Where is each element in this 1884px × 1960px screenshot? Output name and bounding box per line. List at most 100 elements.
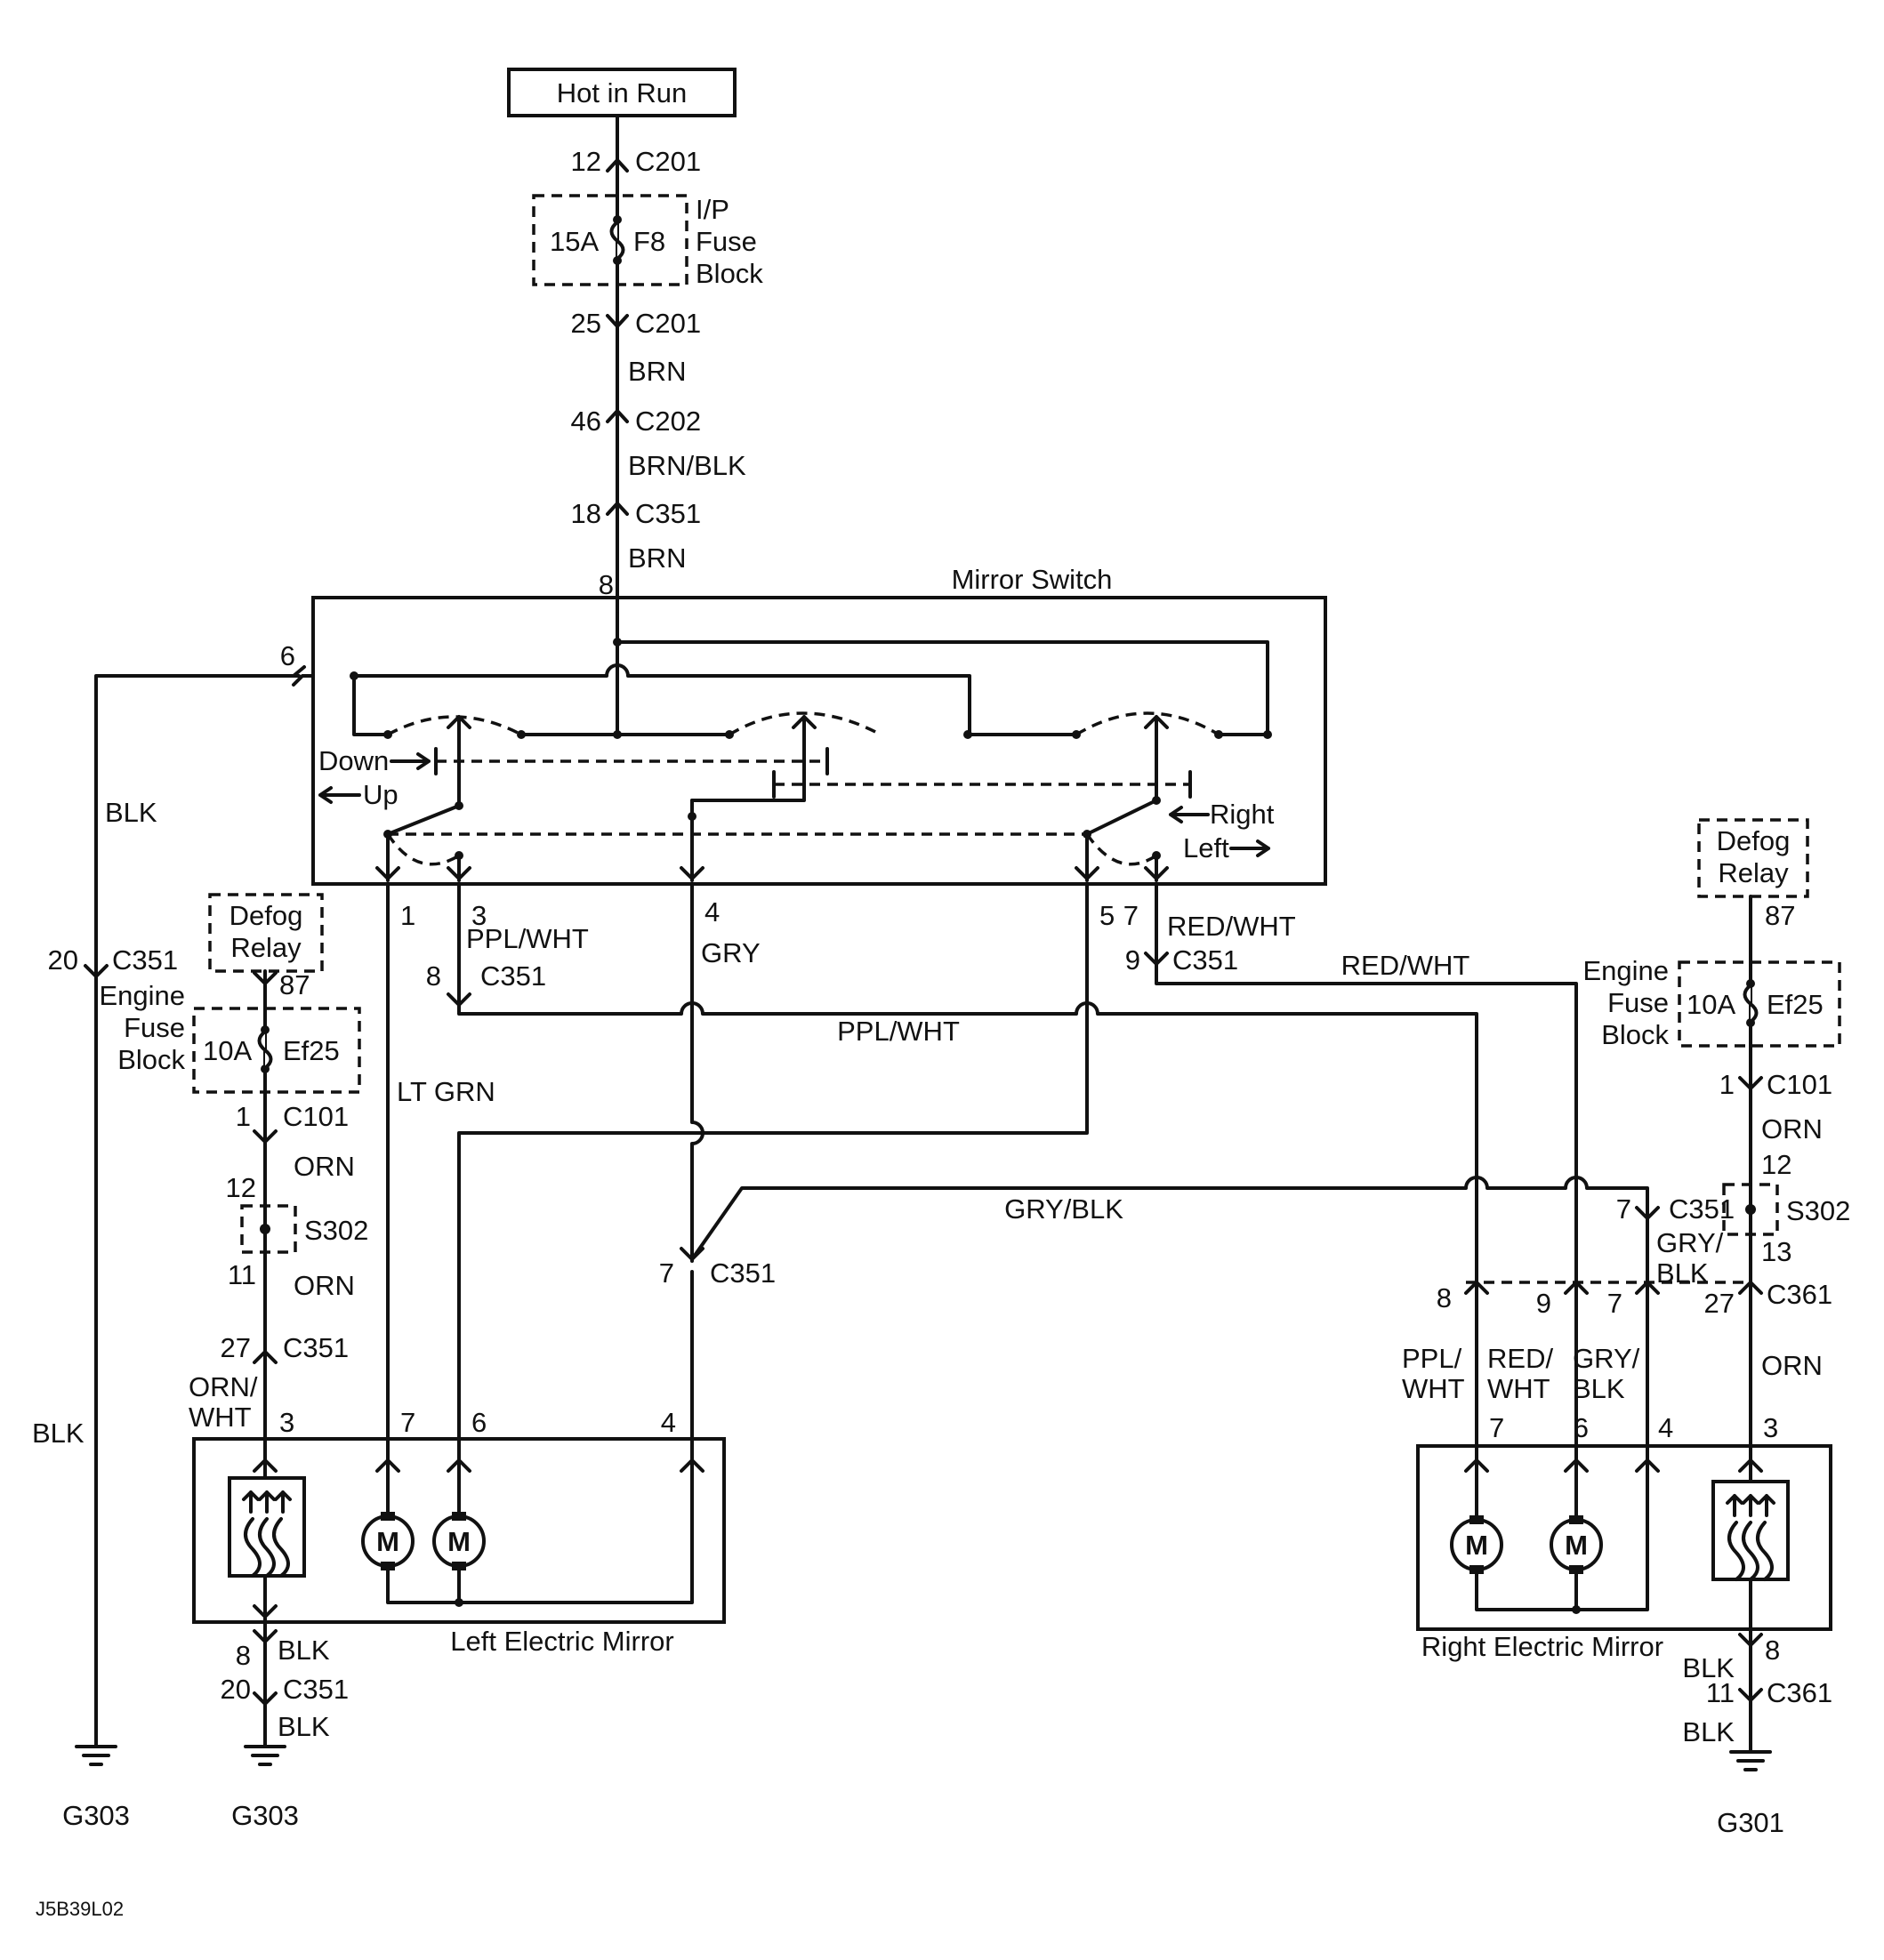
switch-down-label: Down [318, 745, 389, 776]
c201-label-top: C201 [635, 146, 701, 177]
ip-fuse-id: F8 [633, 226, 665, 257]
wire-blk-right-2: BLK [1682, 1716, 1735, 1747]
right-defog-pin-87: 87 [1765, 900, 1795, 931]
right-defog-relay-2: Relay [1718, 857, 1789, 888]
left-splice-pin-11: 11 [228, 1259, 256, 1290]
left-mirror-pin-6: 6 [471, 1407, 487, 1438]
right-splice-box [1722, 1183, 1779, 1236]
ground-g303-b [244, 1745, 286, 1766]
c351-pin-8: 8 [426, 960, 441, 992]
wire-brn-blk: BRN/BLK [628, 450, 746, 481]
switch-right-arrow [1169, 806, 1210, 823]
c351-label-7-gry: C351 [710, 1257, 776, 1289]
wire-ppl-wht [447, 882, 1478, 1297]
switch-up-arrow [318, 786, 361, 804]
switch-down-arrow [390, 752, 431, 770]
left-fuse-id: Ef25 [283, 1035, 340, 1066]
right-engine-fuse-block [1678, 960, 1841, 1048]
right-mirror-pin-7: 7 [1489, 1412, 1504, 1443]
mirror-switch-internal [350, 612, 1272, 882]
ip-fuse-block-label-1: I/P [696, 194, 729, 225]
left-mirror-internals [228, 1457, 704, 1647]
c351-label-9: C351 [1172, 944, 1238, 976]
wire-blk-left: BLK [105, 797, 157, 828]
wire-blk-mirror-1: BLK [278, 1635, 330, 1666]
left-fuse-label-1: Engine [99, 980, 185, 1011]
left-splice-pin-12: 12 [226, 1172, 256, 1203]
c361-label-gnd: C361 [1767, 1677, 1832, 1708]
diagram-code: J5B39L02 [36, 1898, 124, 1920]
switch-right-label: Right [1210, 799, 1275, 830]
c351-pin-18: 18 [571, 498, 601, 529]
wire-brn-1: BRN [628, 356, 686, 387]
ip-fuse-symbol [609, 221, 625, 261]
right-mirror-pin-3: 3 [1763, 1412, 1778, 1443]
left-defog-relay [208, 893, 324, 973]
c351-pin-20-left: 20 [48, 944, 78, 976]
c361-pin-8: 8 [1437, 1282, 1452, 1313]
left-splice-name: S302 [304, 1215, 368, 1246]
switch-left-arrow [1229, 839, 1270, 857]
wire-red-r2: WHT [1487, 1373, 1550, 1404]
wire-blk-left-2: BLK [32, 1418, 85, 1449]
mirror-switch-pin-8: 8 [599, 569, 614, 600]
switch-pin-1: 1 [400, 900, 415, 931]
c101-label-right: C101 [1767, 1069, 1832, 1100]
c101-label-left: C101 [283, 1101, 349, 1132]
wire-brn-2: BRN [628, 542, 686, 574]
c351-pin-27: 27 [221, 1332, 251, 1363]
c351-label-27: C351 [283, 1332, 349, 1363]
ip-fuse-block [532, 194, 688, 286]
switch-up-label: Up [363, 779, 399, 810]
wire-blk-right-1: BLK [1682, 1652, 1735, 1683]
hot-in-run-box [507, 68, 737, 117]
ip-fuse-block-label-3: Block [696, 258, 763, 289]
wire-gry-r2: BLK [1573, 1373, 1625, 1404]
right-fuse-label-2: Fuse [1607, 987, 1669, 1018]
left-mirror-pin-8: 8 [236, 1640, 251, 1671]
left-fuse-label-3: Block [117, 1044, 185, 1075]
wire-gry-blk-label: GRY/BLK [1004, 1193, 1123, 1225]
c202-pin-46: 46 [571, 406, 601, 437]
c351-label-8: C351 [480, 960, 546, 992]
right-mirror-internals [1450, 1457, 1790, 1654]
wire-red-r1: RED/ [1487, 1343, 1553, 1374]
main-feed-wire [606, 114, 629, 615]
c351-pin-9: 9 [1125, 944, 1140, 976]
left-defog-pin-87: 87 [279, 969, 310, 1000]
wire-ppl-r2: WHT [1402, 1373, 1465, 1404]
right-defog-relay [1697, 818, 1809, 898]
wire-red-wht-2-label: RED/WHT [1341, 950, 1470, 981]
wire-gry-blk-r1: GRY/ [1656, 1227, 1724, 1258]
hot-in-run-label: Hot in Run [557, 77, 687, 108]
wire-orn-wht-2: WHT [189, 1402, 252, 1433]
switch-pin-5: 5 [1099, 900, 1115, 931]
wire-ppl-r1: PPL/ [1402, 1343, 1462, 1374]
switch-pin-3: 3 [471, 900, 487, 931]
left-mirror-pin-3: 3 [279, 1407, 294, 1438]
wire-orn-right-1: ORN [1761, 1113, 1823, 1145]
mirror-switch-title: Mirror Switch [952, 564, 1113, 595]
pin6-ground-wire [94, 665, 315, 1747]
right-fuse-label-3: Block [1601, 1019, 1669, 1050]
c351-pin-7-grybk: 7 [1616, 1193, 1631, 1225]
c351-label-main: C351 [635, 498, 701, 529]
wire-red-wht [1144, 882, 1578, 1297]
wire-orn-right-2: ORN [1761, 1350, 1823, 1381]
wire-gry-label: GRY [701, 937, 761, 968]
c101-pin-right: 1 [1719, 1069, 1735, 1100]
c361-label: C361 [1767, 1279, 1832, 1310]
c361-pin-9: 9 [1536, 1288, 1551, 1319]
right-splice-pin-12: 12 [1761, 1149, 1791, 1180]
right-splice-pin-13: 13 [1761, 1236, 1791, 1267]
left-splice-box [240, 1204, 297, 1254]
ip-fuse-rating: 15A [550, 226, 599, 257]
wire-gry [680, 882, 704, 1460]
right-fuse-rating: 10A [1687, 989, 1735, 1020]
c351-pin-20-mirror: 20 [221, 1674, 251, 1705]
ground-g301-label: G301 [1717, 1807, 1784, 1838]
ground-g303-a [75, 1745, 117, 1766]
c361-pin-27: 27 [1704, 1288, 1735, 1319]
right-splice-name: S302 [1786, 1195, 1850, 1226]
